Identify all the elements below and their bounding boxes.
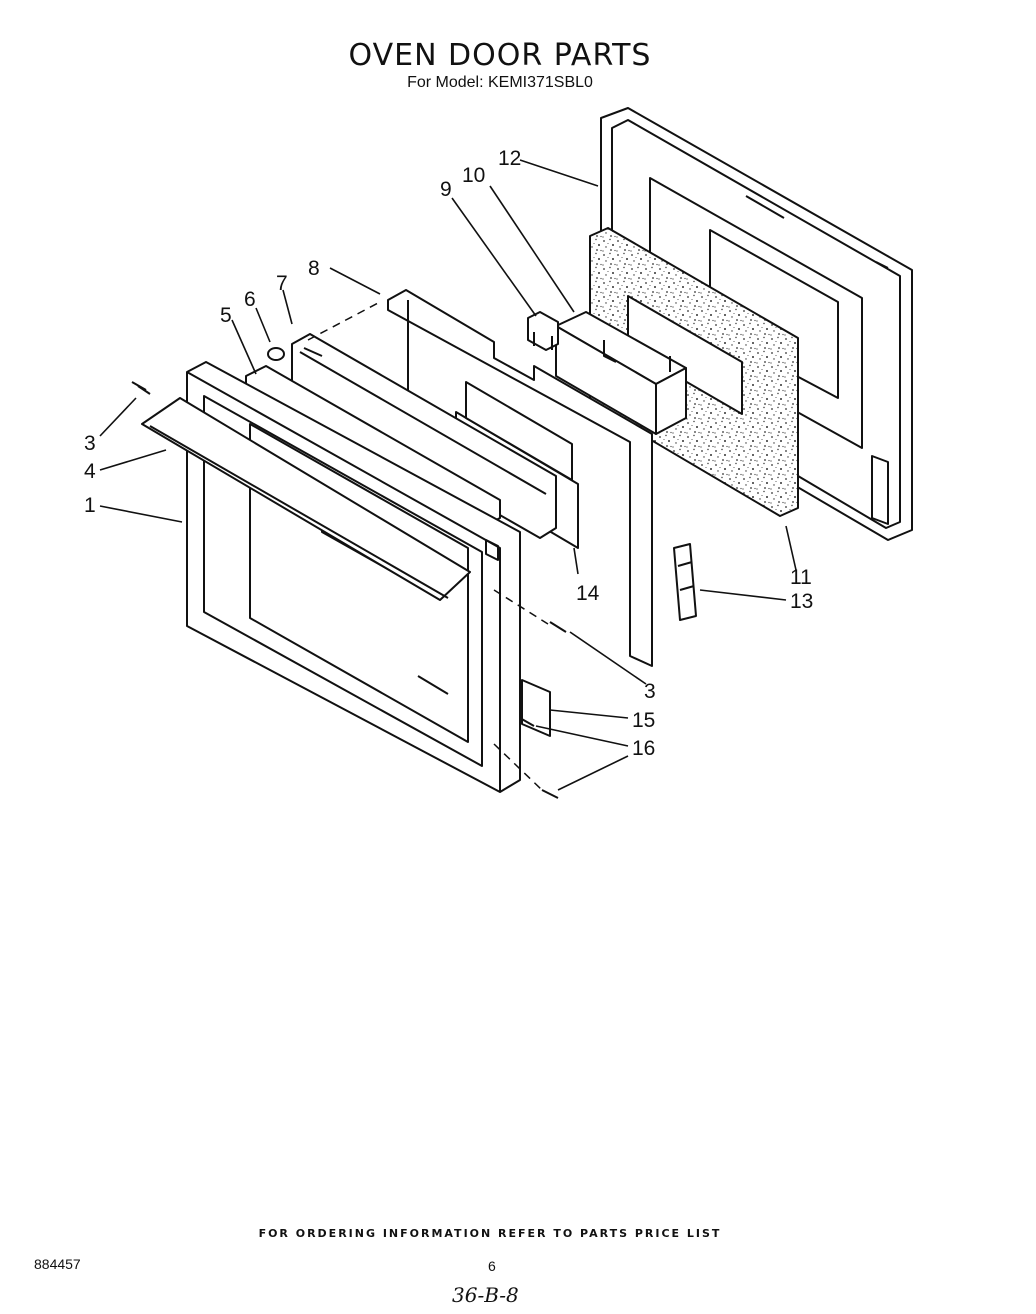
callout-12: 12 [498, 147, 521, 170]
clip-6 [267, 347, 285, 361]
callout-1: 1 [84, 494, 96, 517]
screw-16-top [519, 717, 535, 727]
callout-11: 11 [790, 566, 812, 589]
callout-3-right: 3 [644, 680, 656, 703]
callout-3-left: 3 [84, 432, 96, 455]
callout-7: 7 [276, 272, 288, 295]
callout-6: 6 [244, 288, 256, 311]
callout-15: 15 [632, 709, 655, 732]
callout-13: 13 [790, 590, 813, 613]
callout-16: 16 [632, 737, 655, 760]
small-bracket [527, 311, 559, 351]
ordering-note: FOR ORDERING INFORMATION REFER TO PARTS … [258, 1227, 722, 1240]
screw-16-bottom [541, 789, 559, 799]
callout-5: 5 [220, 304, 232, 327]
callout-10: 10 [462, 164, 485, 187]
screw-3-top [131, 381, 151, 395]
page-number: 6 [488, 1258, 496, 1274]
door-shield [387, 289, 653, 667]
callout-4: 4 [84, 460, 96, 483]
screw-3-right [549, 621, 567, 633]
page-title: OVEN DOOR PARTS [348, 38, 652, 73]
door-handle [141, 397, 471, 601]
model-subtitle: For Model: KEMI371SBL0 [407, 74, 593, 91]
hinge-receptacle [673, 543, 697, 621]
callout-9: 9 [440, 178, 452, 201]
handwritten-code: 36-B-8 [452, 1283, 519, 1307]
document-number: 884457 [34, 1256, 81, 1272]
callout-8: 8 [308, 257, 320, 280]
callout-14: 14 [576, 582, 600, 605]
vent-duct [555, 311, 687, 435]
